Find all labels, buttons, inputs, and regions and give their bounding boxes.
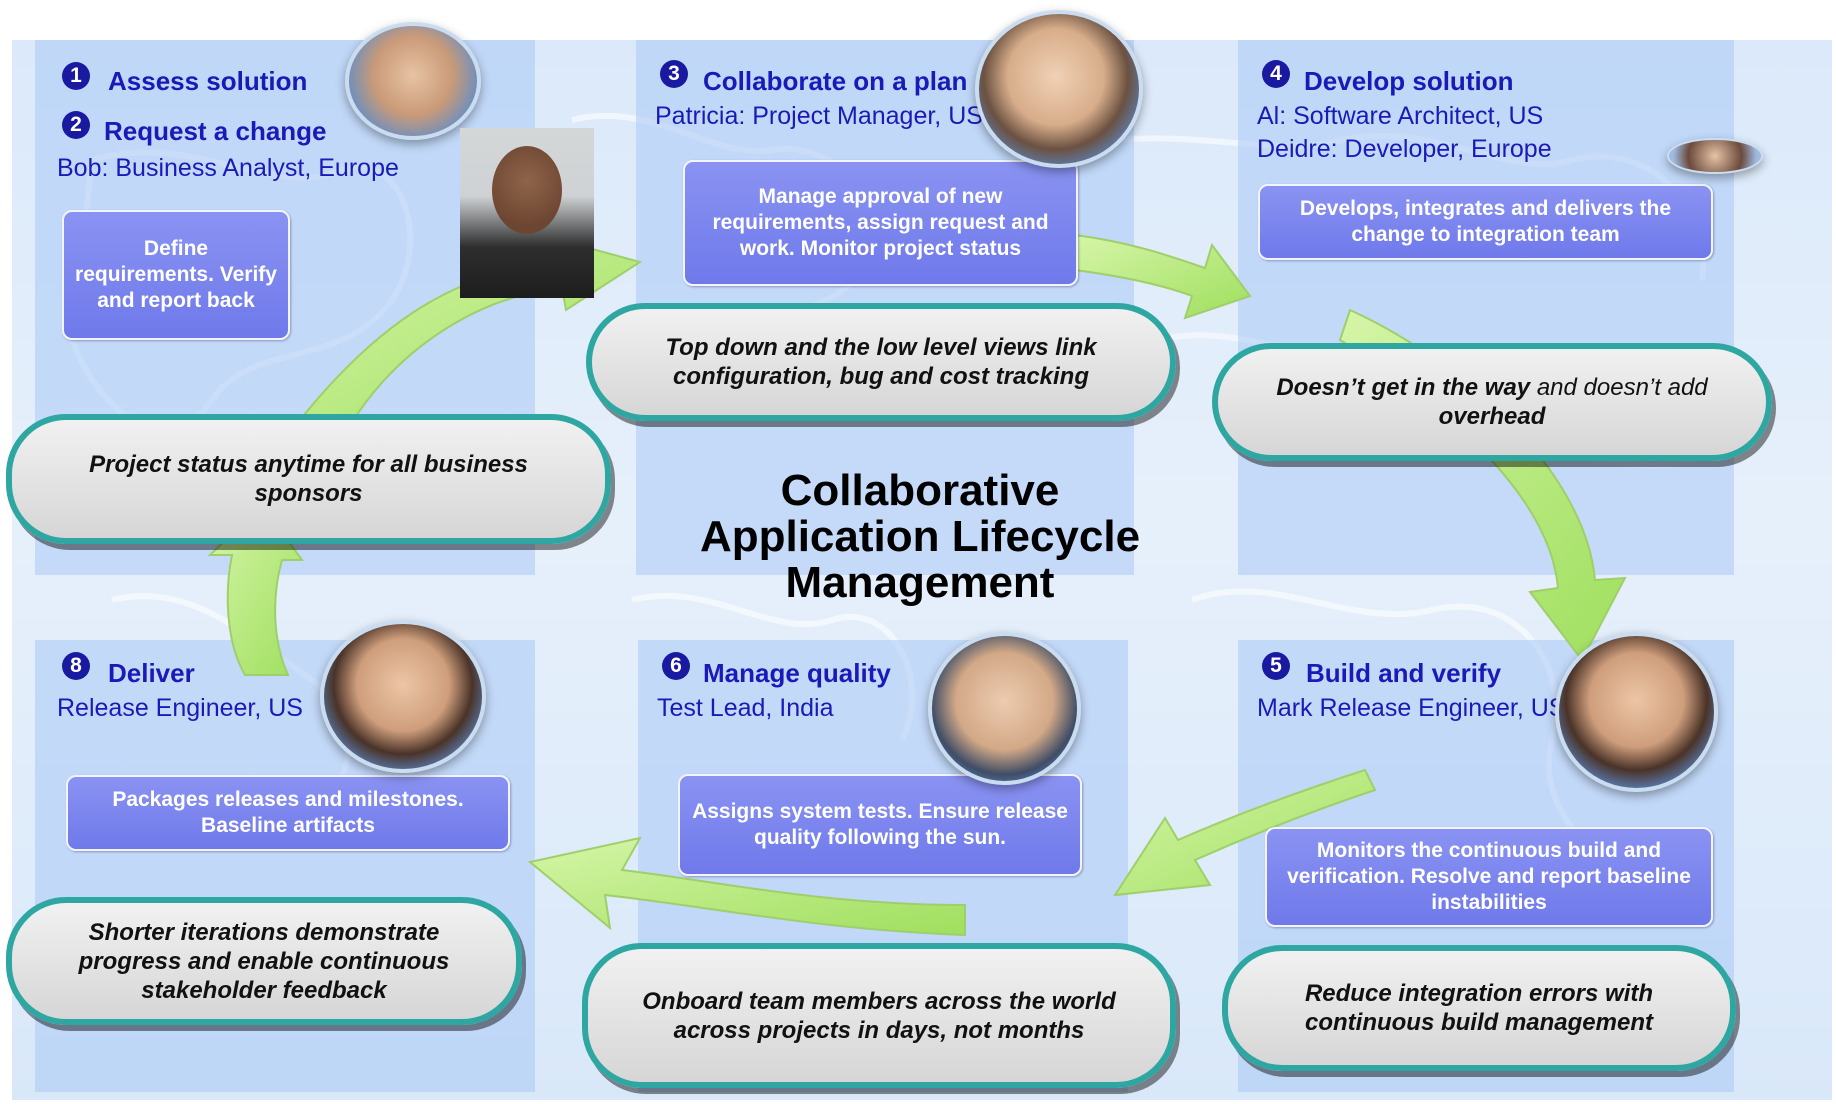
benefit-onboard-text: Onboard team members across the world ac…	[642, 987, 1116, 1044]
panel-develop	[1238, 40, 1734, 575]
benefit-reduce-errors: Reduce integration errors with continuou…	[1222, 945, 1736, 1071]
step-number-5: 5	[1262, 652, 1290, 680]
step-label-manage-quality: Manage quality	[703, 658, 891, 688]
role-test-lead: Test Lead, India	[657, 694, 834, 722]
step-label-request-change: Request a change	[104, 116, 327, 146]
avatar-assess-person	[345, 22, 481, 140]
task-develops-integrates: Develops, integrates and delivers the ch…	[1258, 184, 1713, 260]
avatar-release-engineer	[320, 620, 486, 773]
step-number-3: 3	[660, 60, 688, 88]
step-number-6: 6	[662, 652, 690, 680]
arrow-build-to-quality	[1113, 768, 1377, 897]
diagram-title: Collaborative Application Lifecycle Mana…	[660, 468, 1180, 606]
benefit-project-status-text: Project status anytime for all business …	[89, 451, 528, 507]
title-line-3: Management	[785, 558, 1055, 607]
step-label-assess-solution: Assess solution	[108, 66, 308, 96]
benefit-reduce-errors-text: Reduce integration errors with continuou…	[1304, 980, 1654, 1036]
step-label-develop: Develop solution	[1304, 66, 1514, 96]
task-monitors-build: Monitors the continuous build and verifi…	[1265, 827, 1713, 927]
avatar-test-lead	[928, 632, 1081, 785]
step-number-4: 4	[1262, 60, 1290, 88]
title-line-2: Application Lifecycle	[699, 512, 1141, 561]
task-assigns-system-tests: Assigns system tests. Ensure release qua…	[678, 774, 1082, 876]
benefit-no-overhead: Doesn’t get in the way and doesn’t add o…	[1212, 343, 1772, 461]
step-label-build-verify: Build and verify	[1306, 658, 1502, 688]
step-number-8: 8	[62, 652, 90, 680]
benefit-no-overhead-part-b: and doesn’t add	[1530, 374, 1708, 401]
step-number-2: 2	[62, 111, 90, 139]
benefit-top-down: Top down and the low level views link co…	[586, 303, 1176, 421]
role-release-engineer: Release Engineer, US	[57, 694, 303, 722]
benefit-onboard: Onboard team members across the world ac…	[582, 943, 1176, 1088]
role-deidre: Deidre: Developer, Europe	[1257, 135, 1552, 163]
task-define-requirements: Define requirements. Verify and report b…	[62, 210, 290, 340]
role-patricia: Patricia: Project Manager, US	[655, 102, 983, 130]
title-line-1: Collaborative	[780, 466, 1060, 515]
step-label-collaborate: Collaborate on a plan	[703, 66, 968, 96]
benefit-top-down-text: Top down and the low level views link co…	[665, 334, 1097, 390]
avatar-mark	[1555, 632, 1718, 792]
role-al: Al: Software Architect, US	[1257, 102, 1544, 130]
role-bob: Bob: Business Analyst, Europe	[57, 154, 399, 182]
benefit-shorter-iterations-text: Shorter iterations demonstrate progress …	[78, 918, 450, 1004]
task-packages-releases: Packages releases and milestones. Baseli…	[66, 775, 510, 851]
benefit-no-overhead-text: Doesn’t get in the way and doesn’t add o…	[1252, 373, 1732, 431]
benefit-no-overhead-part-c: overhead	[1438, 403, 1546, 430]
step-label-deliver: Deliver	[108, 658, 195, 688]
benefit-project-status: Project status anytime for all business …	[6, 414, 611, 544]
arrow-quality-to-deliver	[527, 836, 966, 937]
avatar-deidre	[1667, 138, 1763, 174]
photo-bob	[460, 128, 594, 298]
arrow-collaborate-to-develop	[1074, 233, 1252, 320]
avatar-patricia	[975, 10, 1143, 168]
benefit-shorter-iterations: Shorter iterations demonstrate progress …	[6, 897, 522, 1025]
role-mark: Mark Release Engineer, US	[1257, 694, 1566, 722]
step-number-1: 1	[62, 62, 90, 90]
task-manage-approval: Manage approval of new requirements, ass…	[683, 160, 1078, 286]
benefit-no-overhead-part-a: Doesn’t get in the way	[1276, 374, 1531, 401]
